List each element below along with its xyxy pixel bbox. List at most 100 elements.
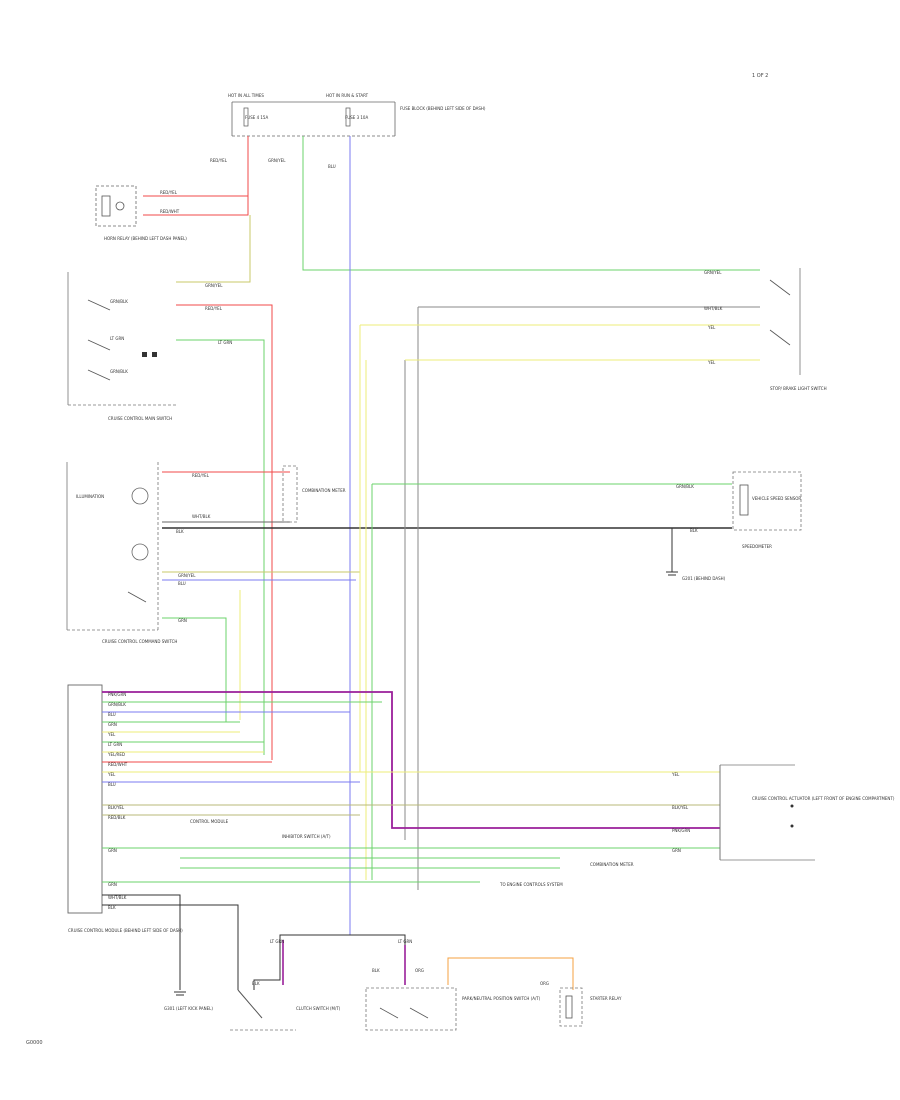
starter-relay-label: STARTER RELAY [590,996,622,1001]
ecm-label: TO ENGINE CONTROLS SYSTEM [499,882,563,887]
combo-meter-label-b: COMBINATION METER [590,862,634,867]
wire-label-yel-grn-a: GRN/YEL [205,283,223,288]
wire-label-grn-yel-b: GRN/YEL [178,573,196,578]
mod-wire-12: RED/BLK [108,815,126,820]
mod-wire-10: BLU [108,782,116,787]
fuse-block-location: FUSE BLOCK (BEHIND LEFT SIDE OF DASH) [400,106,486,111]
control-module-label: CONTROL MODULE [190,819,229,824]
wire-label-grn-b: GRN [178,618,187,623]
fuse-block: HOT IN ALL TIMES HOT IN RUN & START FUSE… [228,93,486,137]
cruise-actuator: CRUISE CONTROL ACTUATOR (LEFT FRONT OF E… [719,764,895,861]
fuse-right-rating: FUSE 3 10A [345,115,368,120]
wire-label-main-2: LT GRN [110,336,124,341]
mod-wire-8: RED/WHT [108,762,128,767]
mod-wire-9: YEL [107,772,116,777]
figure-code: G0000 [26,1040,43,1046]
fuse-left-title: HOT IN ALL TIMES [228,93,264,98]
bottom-wire-4: BLK [372,968,380,973]
page-label: 1 OF 2 [752,73,769,79]
bus-wires [239,307,419,890]
combination-meter-box: COMBINATION METER [282,465,346,523]
vss-wires [372,483,732,572]
feed-wires [143,136,760,935]
fuse-left-rating: FUSE 4 15A [245,115,268,120]
wire-label-red-a: RED/YEL [205,306,223,311]
fuse-3-icon [345,107,351,127]
wire-label-main-3: GRN/BLK [110,369,128,374]
wire-label-grn-yel-c: GRN/YEL [704,270,722,275]
brake-wires [360,306,760,361]
horn-relay-label: HORN RELAY (BEHIND LEFT DASH PANEL) [104,236,187,241]
wire-label-blk-a: BLK [176,529,184,534]
wire-label-blk-b: BLK [690,528,698,533]
illumination-lamp-icon [131,487,149,505]
wire-label-wht-blk: WHT/BLK [192,514,211,519]
starter-relay: STARTER RELAY [559,987,622,1027]
inhibitor-switch-label: INHIBITOR SWITCH (A/T) [282,834,331,839]
mod-wire-1: PNK/GRN [108,692,126,697]
bottom-wire-3: BLK [252,981,260,986]
cruise-command-switch-label: CRUISE CONTROL COMMAND SWITCH [102,639,177,644]
mod-wire-5: YEL [107,732,116,737]
stop-brake-switch: STOP/ BRAKE LIGHT SWITCH [769,268,827,391]
module-wires [102,691,720,990]
wire-label-red-wht: RED/WHT [160,209,180,214]
horn-relay: HORN RELAY (BEHIND LEFT DASH PANEL) [95,185,187,241]
wire-label-yel-b: YEL [707,360,716,365]
fuse-right-title: HOT IN RUN & START [326,93,369,98]
bottom-wire-6: ORG [540,981,549,986]
vss-label: VEHICLE SPEED SENSOR [752,496,801,501]
cruise-module: CRUISE CONTROL MODULE (BEHIND LEFT SIDE … [67,684,183,933]
mod-wire-3: BLU [108,712,116,717]
combination-meter-label: COMBINATION METER [302,488,346,493]
wire-label-main-1: GRN/BLK [110,299,128,304]
actuator-label: CRUISE CONTROL ACTUATOR (LEFT FRONT OF E… [752,796,895,801]
ground-g301-label: G301 (LEFT KICK PANEL) [164,1006,213,1011]
park-neutral-switch: PARK/NEUTRAL POSITION SWITCH (A/T) [365,987,541,1031]
cruise-command-switch: ILLUMINATION CRUISE CONTROL COMMAND SWIT… [66,462,177,644]
mod-wire-14: GRN [108,882,117,887]
mod-wire-16: BLK [108,905,116,910]
clutch-switch-label: CLUTCH SWITCH (M/T) [296,1006,341,1011]
wire-label-grn-c: GRN/BLK [676,484,694,489]
mod-wire-7: YEL/RED [107,752,125,757]
wire-label-grn-yel-top: GRN/YEL [268,158,286,163]
wire-label-grn-a: LT GRN [218,340,232,345]
wire-label-red-b: RED/YEL [192,473,210,478]
bottom-wire-2: LT GRN [398,939,412,944]
fuse-4-icon [243,107,249,127]
mod-wire-2: GRN/BLK [108,702,126,707]
wire-label-yel-a: YEL [707,325,716,330]
speedometer-label: SPEEDOMETER [742,544,772,549]
main-switch-wires [176,304,273,760]
bottom-wire-1: LT GRN [270,939,284,944]
wire-label-red-yel: RED/YEL [210,158,228,163]
wire-label-wht-blk-b: WHT/BLK [704,306,723,311]
indicator-lamp-icon [131,543,149,561]
act-wire-4: GRN [672,848,681,853]
command-switch-wires [162,471,672,722]
mod-wire-4: GRN [108,722,117,727]
act-wire-2: BLK/YEL [672,805,689,810]
ground-g201-label: G201 (BEHIND DASH) [682,576,726,581]
stop-brake-switch-label: STOP/ BRAKE LIGHT SWITCH [770,386,827,391]
mod-wire-11: BLK/YEL [108,805,125,810]
wire-label-blu-b: BLU [178,581,186,586]
illumination-label: ILLUMINATION [76,494,104,499]
vehicle-speed-sensor: VEHICLE SPEED SENSOR SPEEDOMETER [732,471,802,549]
act-wire-1: YEL [671,772,680,777]
wire-label-blu-top: BLU [328,164,336,169]
cruise-main-switch: GRN/BLK LT GRN GRN/BLK CRUISE CONTROL MA… [67,272,178,421]
ground-g301: G301 (LEFT KICK PANEL) [164,991,213,1011]
cruise-module-label: CRUISE CONTROL MODULE (BEHIND LEFT SIDE … [68,928,183,933]
mod-wire-6: LT GRN [108,742,122,747]
ground-g201: G201 (BEHIND DASH) [666,571,726,581]
park-neutral-switch-label: PARK/NEUTRAL POSITION SWITCH (A/T) [462,996,541,1001]
mod-wire-13: GRN [108,848,117,853]
act-wire-3: PNK/GRN [672,828,690,833]
mod-wire-15: WHT/BLK [108,895,127,900]
wire-label-red-yel-b: RED/YEL [160,190,178,195]
bottom-wires [237,934,574,1019]
bottom-wire-5: ORG [415,968,424,973]
